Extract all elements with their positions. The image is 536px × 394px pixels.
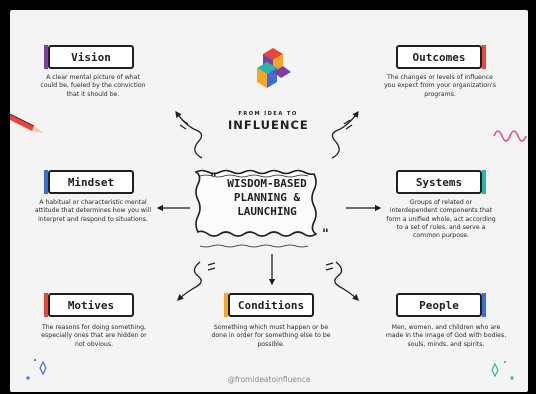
vision-title: Vision: [71, 50, 111, 64]
vision-desc: A clear mental picture of what could be,…: [40, 74, 146, 98]
motives-box: Motives: [44, 293, 139, 322]
arrow-to-outcomes: [331, 110, 359, 159]
outcomes-desc: The changes or levels of influence you e…: [384, 74, 496, 98]
center-title: WISDOM-BASED PLANNING & LAUNCHING: [227, 177, 307, 218]
motives-desc: The reasons for doing something, especia…: [41, 324, 147, 348]
infographic-card: " " FROM IDEA TO INFLUENCE WISDOM-BASED …: [10, 10, 528, 392]
arrow-to-vision: [175, 110, 203, 159]
logo-icon: [257, 48, 291, 88]
squiggle-decoration: [493, 130, 527, 142]
systems-title: Systems: [415, 175, 463, 189]
people-desc: Men, women, and children who are made in…: [385, 324, 507, 348]
conditions-box: Conditions: [224, 293, 319, 322]
systems-accent-bar: [482, 170, 486, 194]
center-frame: [194, 169, 318, 237]
sparkle-icon-left: [26, 359, 47, 380]
outcomes-box: Outcomes: [396, 45, 487, 74]
arrow-to-people: [334, 261, 359, 301]
arrow-to-motives: [177, 261, 202, 301]
footer-handle: @fromideatoinfluence: [227, 375, 311, 384]
motives-title: Motives: [67, 298, 115, 312]
systems-desc: Groups of related or interdependent comp…: [386, 199, 496, 240]
systems-box: Systems: [396, 170, 487, 199]
pencil-icon: [10, 113, 44, 133]
outcomes-accent-bar: [482, 45, 486, 69]
people-box: People: [396, 293, 487, 322]
outcomes-title: Outcomes: [412, 50, 466, 64]
vision-box: Vision: [44, 45, 139, 74]
sparkle-icon-right: [491, 361, 514, 380]
motives-accent-bar: [44, 293, 48, 317]
logo-line-1: FROM IDEA TO: [238, 111, 298, 117]
conditions-desc: Something which must happen or be done i…: [211, 324, 331, 348]
vision-accent-bar: [44, 45, 48, 69]
people-title: People: [419, 298, 459, 312]
logo-line-2: INFLUENCE: [228, 118, 309, 132]
mindset-title: Mindset: [67, 175, 115, 189]
mindset-accent-bar: [44, 170, 48, 194]
conditions-accent-bar: [224, 293, 228, 317]
mindset-box: Mindset: [44, 170, 139, 199]
conditions-title: Conditions: [237, 298, 305, 312]
svg-text:": ": [322, 227, 329, 242]
mindset-desc: A habitual or characteristic mental atti…: [34, 199, 152, 223]
svg-text:": ": [210, 171, 217, 186]
connector-layer: " ": [10, 48, 527, 380]
people-accent-bar: [482, 293, 486, 317]
